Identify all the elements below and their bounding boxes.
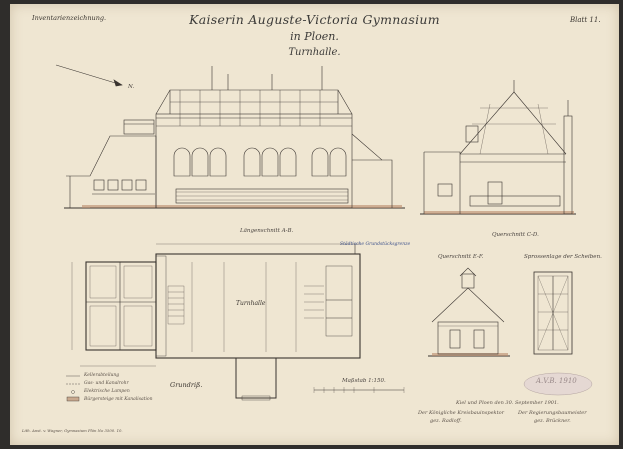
cross-section-ef-drawing bbox=[428, 267, 510, 357]
compass-arrow-icon bbox=[55, 64, 123, 87]
label-scale: Maßstab 1:150. bbox=[342, 378, 386, 384]
legend-item: Bürgersteige mit Kanalisation bbox=[84, 397, 153, 402]
title-line-2: in Ploen. bbox=[290, 30, 339, 43]
paper: Inventarienzeichnung. Kaiserin Auguste-V… bbox=[10, 4, 619, 445]
archive-stamp bbox=[523, 372, 593, 396]
title-line-1: Kaiserin Auguste-Victoria Gymnasium bbox=[189, 12, 440, 27]
sheet-number: Blatt 11. bbox=[570, 16, 601, 24]
archive-stamp-text: A.V.B. 1910 bbox=[536, 377, 577, 385]
label-main-hall: Turnhalle bbox=[236, 300, 266, 307]
signature-right-line-2: gez. Brückner. bbox=[534, 418, 571, 424]
legend-item: Elektrische Lampen bbox=[84, 389, 130, 394]
label-ground-plan: Grundriß. bbox=[170, 381, 203, 389]
label-long-section: Längenschnitt A-B. bbox=[240, 228, 294, 234]
signature-left-line-1: Der Königliche Kreisbauinspektor bbox=[418, 410, 504, 416]
window-detail-drawing bbox=[533, 271, 573, 355]
label-cross-section-cd: Querschnitt C-D. bbox=[492, 232, 539, 238]
label-compass: N. bbox=[128, 84, 135, 90]
title-line-3: Turnhalle. bbox=[288, 47, 341, 58]
signature-right-line-1: Der Regierungsbaumeister bbox=[518, 410, 587, 416]
ground-plan-drawing bbox=[71, 243, 405, 401]
long-section-drawing bbox=[64, 66, 405, 254]
legend-marks bbox=[66, 375, 80, 402]
legend-item: Kellerabteilung bbox=[84, 373, 120, 378]
legend-item: Gas- und Kanalrohr bbox=[84, 381, 129, 386]
signature-left-line-2: gez. Radloff. bbox=[430, 418, 462, 424]
label-property-line: Städtische Grundstücksgrenze bbox=[340, 242, 411, 247]
cross-section-cd-drawing bbox=[420, 80, 576, 215]
footer-imprint: Lith. Anst. v. Wagner, Gymnasium Plön No… bbox=[22, 428, 123, 433]
label-cross-section-ef: Querschnitt E-F. bbox=[438, 254, 484, 260]
label-window-detail: Sprossenlage der Scheiben. bbox=[524, 254, 602, 260]
signature-place-date: Kiel und Ploen den 30. September 1901. bbox=[456, 400, 559, 406]
architectural-drawing bbox=[55, 64, 593, 402]
inventory-label: Inventarienzeichnung. bbox=[32, 14, 107, 22]
